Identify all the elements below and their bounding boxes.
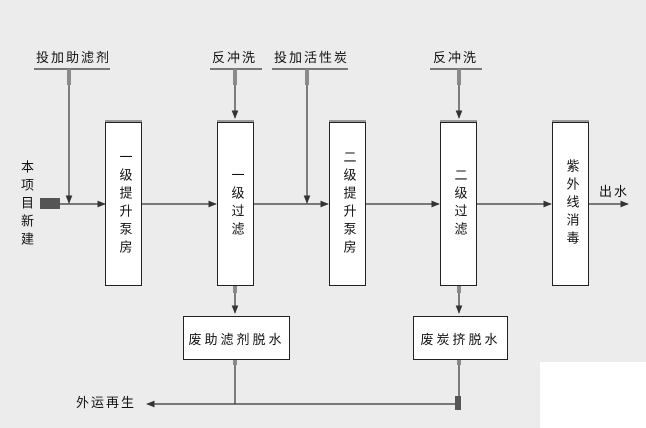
connector-dewater2-bottom [457,359,461,365]
regeneration-label: 外运再生 [76,396,137,411]
unit-filter-1: 一级过滤 [217,122,254,286]
unit-filter-aid-dewatering: 废助滤剂脱水 [183,316,290,360]
unit-lift-pump-2: 二级提升泵房 [329,122,366,286]
unit-filter-aid-dewatering-label: 废助滤剂脱水 [188,332,285,348]
dosing-label-activated-carbon: 投加活性炭 [274,51,350,66]
connector-filter-aid [67,69,71,85]
connector-backwash-1 [233,69,237,85]
unit-lift-pump-1: 一级提升泵房 [105,122,142,286]
outlet-label: 出水 [599,185,630,200]
dosing-label-filter-aid: 投加助滤剂 [36,51,112,66]
unit-carbon-dewatering-label: 废炭挤脱水 [420,332,501,348]
unit-filter-1-label: 一级过滤 [228,168,244,240]
inlet-label: 本项目新建 [18,160,33,250]
connector-filter1-bottom [233,285,237,293]
unit-uv-disinfection: 紫外线消毒 [552,122,589,286]
unit-carbon-dewatering: 废炭挤脱水 [413,316,508,360]
unit-lift-pump-2-label: 二级提升泵房 [340,150,356,258]
dosing-label-backwash-2: 反冲洗 [433,51,479,66]
unit-lift-pump-1-label: 一级提升泵房 [116,150,132,258]
unit-uv-disinfection-label: 紫外线消毒 [563,159,579,249]
connector-dewater1-bottom [233,359,237,365]
inlet-block [40,198,60,209]
unit-filter-2: 二级过滤 [440,122,477,286]
connector-dewater2-join [455,396,461,410]
dosing-label-backwash-1: 反冲洗 [212,51,258,66]
connector-carbon [305,69,309,85]
connector-backwash-2 [457,69,461,85]
background-patch [540,362,646,428]
unit-filter-2-label: 二级过滤 [451,168,467,240]
connector-filter2-bottom [457,285,461,293]
